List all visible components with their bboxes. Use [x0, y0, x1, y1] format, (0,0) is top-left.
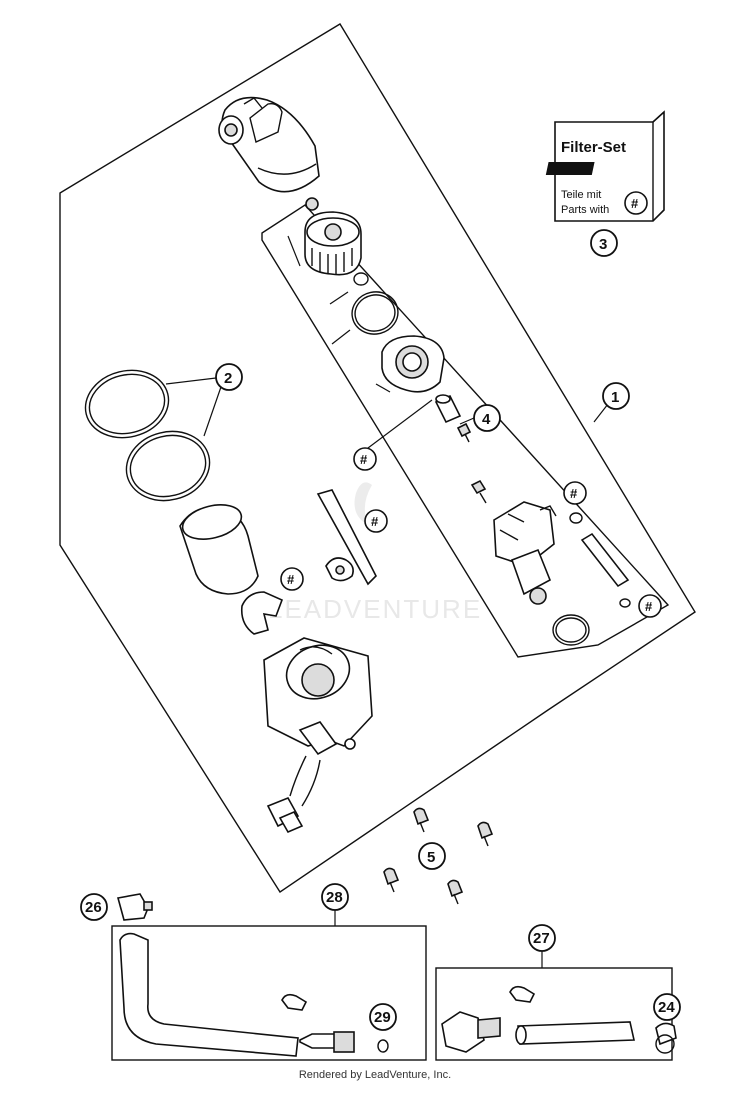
callout-24: 24 — [653, 993, 681, 1021]
hash-marker-5: # — [638, 594, 662, 618]
svg-text:#: # — [360, 452, 368, 467]
footer-credit: Rendered by LeadVenture, Inc. — [298, 1069, 452, 1081]
filter-sleeve-part — [179, 504, 259, 595]
ktm-logo-text: KTM — [609, 164, 634, 176]
svg-text:5: 5 — [427, 849, 435, 866]
screw-part — [456, 422, 472, 443]
svg-text:1: 1 — [611, 389, 619, 406]
tiny-ring-part — [619, 598, 631, 608]
large-o-ring-part-lower — [125, 430, 211, 502]
clamp-part — [325, 557, 354, 582]
callout-26: 26 — [80, 893, 108, 921]
svg-text:#: # — [371, 514, 379, 529]
pump-housing-part — [263, 637, 373, 834]
lower-o-ring-part — [552, 614, 590, 646]
callout-29: 29 — [369, 1003, 397, 1031]
svg-text:#: # — [645, 599, 653, 614]
main-assembly-outline — [59, 23, 696, 893]
svg-text:#: # — [287, 572, 295, 587]
callout-1: 1 — [602, 382, 630, 410]
callout-27: 27 — [528, 924, 556, 952]
hose-kit-box-28 — [111, 910, 427, 1061]
watermark: LEADVENTURE — [268, 482, 482, 624]
callout-28: 28 — [321, 883, 349, 911]
nut-part — [305, 197, 319, 211]
valve-part — [434, 394, 462, 424]
tube-part — [580, 532, 630, 588]
filter-set-hash-circle — [624, 191, 648, 215]
filter-set-line2: Parts with — [561, 204, 609, 216]
callout-3: 3 — [590, 229, 618, 257]
hash-marker-1: # — [353, 447, 377, 471]
watermark-text: LEADVENTURE — [268, 594, 482, 624]
filter-set-title: Filter-Set — [561, 139, 626, 156]
svg-text:28: 28 — [326, 889, 343, 906]
large-o-ring-part-upper — [84, 369, 170, 439]
screw-set-5 — [383, 807, 494, 905]
small-ring-part — [569, 512, 583, 524]
filter-set-line1: Teile mit — [561, 189, 601, 201]
subassembly-1-outline — [261, 204, 670, 658]
medium-o-ring-part — [351, 291, 399, 335]
retaining-strip-part — [316, 489, 377, 586]
hash-marker-3: # — [280, 567, 304, 591]
clip-part — [240, 591, 284, 635]
pump-head-part — [218, 96, 320, 193]
connector-part-26 — [116, 893, 153, 921]
fuel-filter-part — [304, 211, 362, 276]
hose-kit-box-27 — [435, 950, 673, 1061]
pump-flange-part — [381, 335, 445, 393]
svg-text:29: 29 — [374, 1009, 391, 1026]
small-o-ring-part — [353, 272, 369, 286]
ktm-logo: KTM — [545, 162, 634, 176]
svg-text:27: 27 — [533, 930, 550, 947]
svg-text:3: 3 — [599, 236, 607, 253]
hash-marker-2: # — [364, 509, 388, 533]
hash-marker-4: # — [563, 481, 587, 505]
clamp-part-24 — [655, 1022, 677, 1054]
bolt-part — [470, 479, 487, 504]
callout-5: 5 — [418, 842, 446, 870]
callout-2: 2 — [215, 363, 243, 391]
svg-text:#: # — [570, 486, 578, 501]
svg-text:2: 2 — [224, 370, 232, 387]
leader-lines — [165, 235, 617, 455]
callout-4: 4 — [473, 404, 501, 432]
svg-text:24: 24 — [658, 999, 675, 1016]
filter-set-hash: # — [631, 196, 639, 211]
svg-text:4: 4 — [482, 411, 491, 428]
pressure-regulator-part — [493, 501, 557, 605]
svg-text:26: 26 — [85, 899, 102, 916]
filter-set-box: Filter-Set KTM Teile mit Parts with # — [545, 110, 665, 222]
